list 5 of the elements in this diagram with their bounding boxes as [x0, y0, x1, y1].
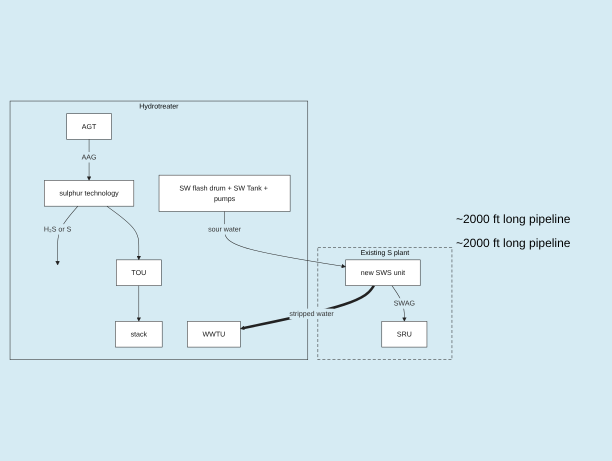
arrow: [106, 206, 142, 260]
pipeline-note: ~2000 ft long pipeline: [456, 236, 572, 250]
pipeline-note: ~2000 ft long pipeline: [456, 212, 572, 226]
arrow: [224, 211, 346, 268]
arrow: [136, 285, 142, 322]
